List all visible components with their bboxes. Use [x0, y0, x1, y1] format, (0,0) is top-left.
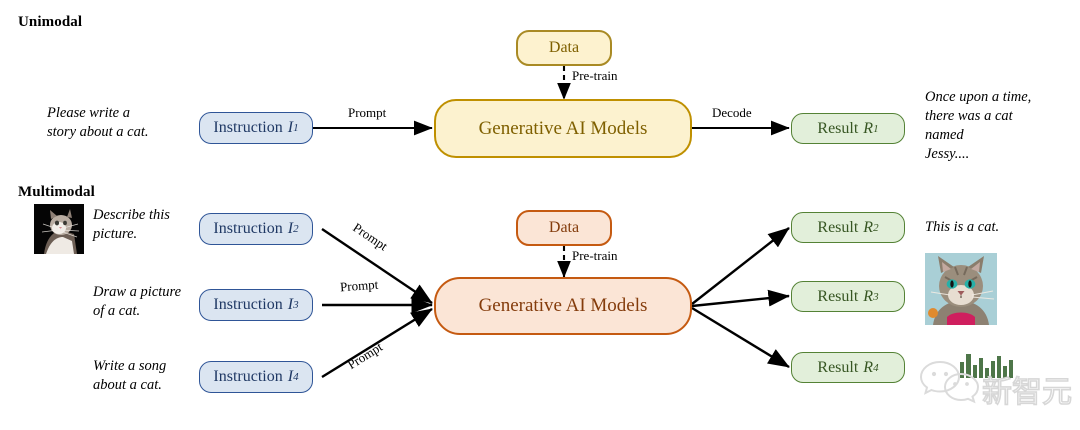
node-instruction-1-symbol: I [287, 119, 294, 136]
node-model-unimodal[interactable]: Generative AI Models [434, 99, 692, 158]
section-title-multimodal: Multimodal [18, 184, 95, 200]
arrow-model-to-result4 [691, 306, 790, 369]
node-instruction-3-index: 3 [293, 299, 299, 311]
node-result-3-label: Result [817, 287, 859, 305]
output-text-unimodal: Once upon a time, there was a cat named … [925, 89, 1032, 163]
watermark-text: 新智元 [982, 375, 1072, 410]
input-text-multimodal-3: Write a song about a cat. [93, 358, 167, 393]
node-result-4-index: 4 [873, 361, 879, 374]
node-instruction-4-index: 4 [293, 371, 299, 383]
node-result-2-label: Result [817, 218, 859, 236]
node-instruction-3-symbol: I [287, 296, 294, 313]
output-text-multimodal-1: This is a cat. [925, 219, 1000, 235]
edge-label-pretrain-unimodal: Pre-train [572, 68, 618, 83]
cat-photo-input-thumbnail [34, 204, 84, 254]
input-text-multimodal-2: Draw a picture of a cat. [93, 284, 182, 319]
node-instruction-2-symbol: I [287, 220, 294, 237]
node-instruction-1-label: Instruction [213, 119, 283, 136]
node-result-1-label: Result [817, 119, 859, 137]
node-instruction-1-index: 1 [293, 122, 299, 134]
input-text-unimodal: Please write a story about a cat. [47, 105, 149, 140]
node-result-2-symbol: R [863, 218, 874, 236]
node-instruction-2-label: Instruction [213, 220, 283, 237]
edge-label-decode-unimodal: Decode [712, 105, 752, 120]
node-instruction-2-index: 2 [293, 223, 299, 235]
section-title-unimodal: Unimodal [18, 14, 83, 30]
node-instruction-4-label: Instruction [213, 368, 283, 385]
node-model-multimodal-label: Generative AI Models [478, 295, 648, 316]
node-result-4-label: Result [817, 358, 859, 376]
node-model-multimodal[interactable]: Generative AI Models [434, 277, 692, 335]
edge-label-prompt-multimodal-2: Prompt [339, 276, 379, 295]
node-result-3-index: 3 [873, 290, 879, 303]
input-text-multimodal-1: Describe this picture. [93, 207, 170, 242]
node-result-3-symbol: R [863, 287, 874, 305]
node-result-2-index: 2 [873, 221, 879, 234]
node-result-1-index: 1 [873, 122, 879, 135]
watermark-logo: 新智元 [919, 352, 1078, 412]
edge-label-prompt-multimodal-3: Prompt [344, 339, 386, 373]
wechat-bubble-icon [919, 360, 980, 404]
edge-label-prompt-multimodal-1: Prompt [350, 219, 391, 254]
node-data-multimodal-label: Data [548, 219, 580, 236]
cat-photo-output-thumbnail [925, 253, 997, 325]
node-model-unimodal-label: Generative AI Models [478, 117, 648, 139]
node-result-1-symbol: R [863, 119, 874, 137]
node-data-multimodal[interactable]: Data [516, 210, 612, 246]
arrow-model-to-result2 [691, 227, 790, 305]
edge-label-pretrain-multimodal: Pre-train [572, 248, 618, 263]
node-instruction-4-symbol: I [287, 368, 294, 385]
node-instruction-3-label: Instruction [213, 296, 283, 313]
node-data-unimodal-label: Data [548, 39, 580, 56]
edge-label-prompt-unimodal: Prompt [348, 105, 387, 120]
arrow-model-to-result3 [691, 289, 790, 308]
audio-bars-icon [960, 354, 1013, 378]
node-result-4-symbol: R [863, 358, 874, 376]
node-data-unimodal[interactable]: Data [516, 30, 612, 66]
